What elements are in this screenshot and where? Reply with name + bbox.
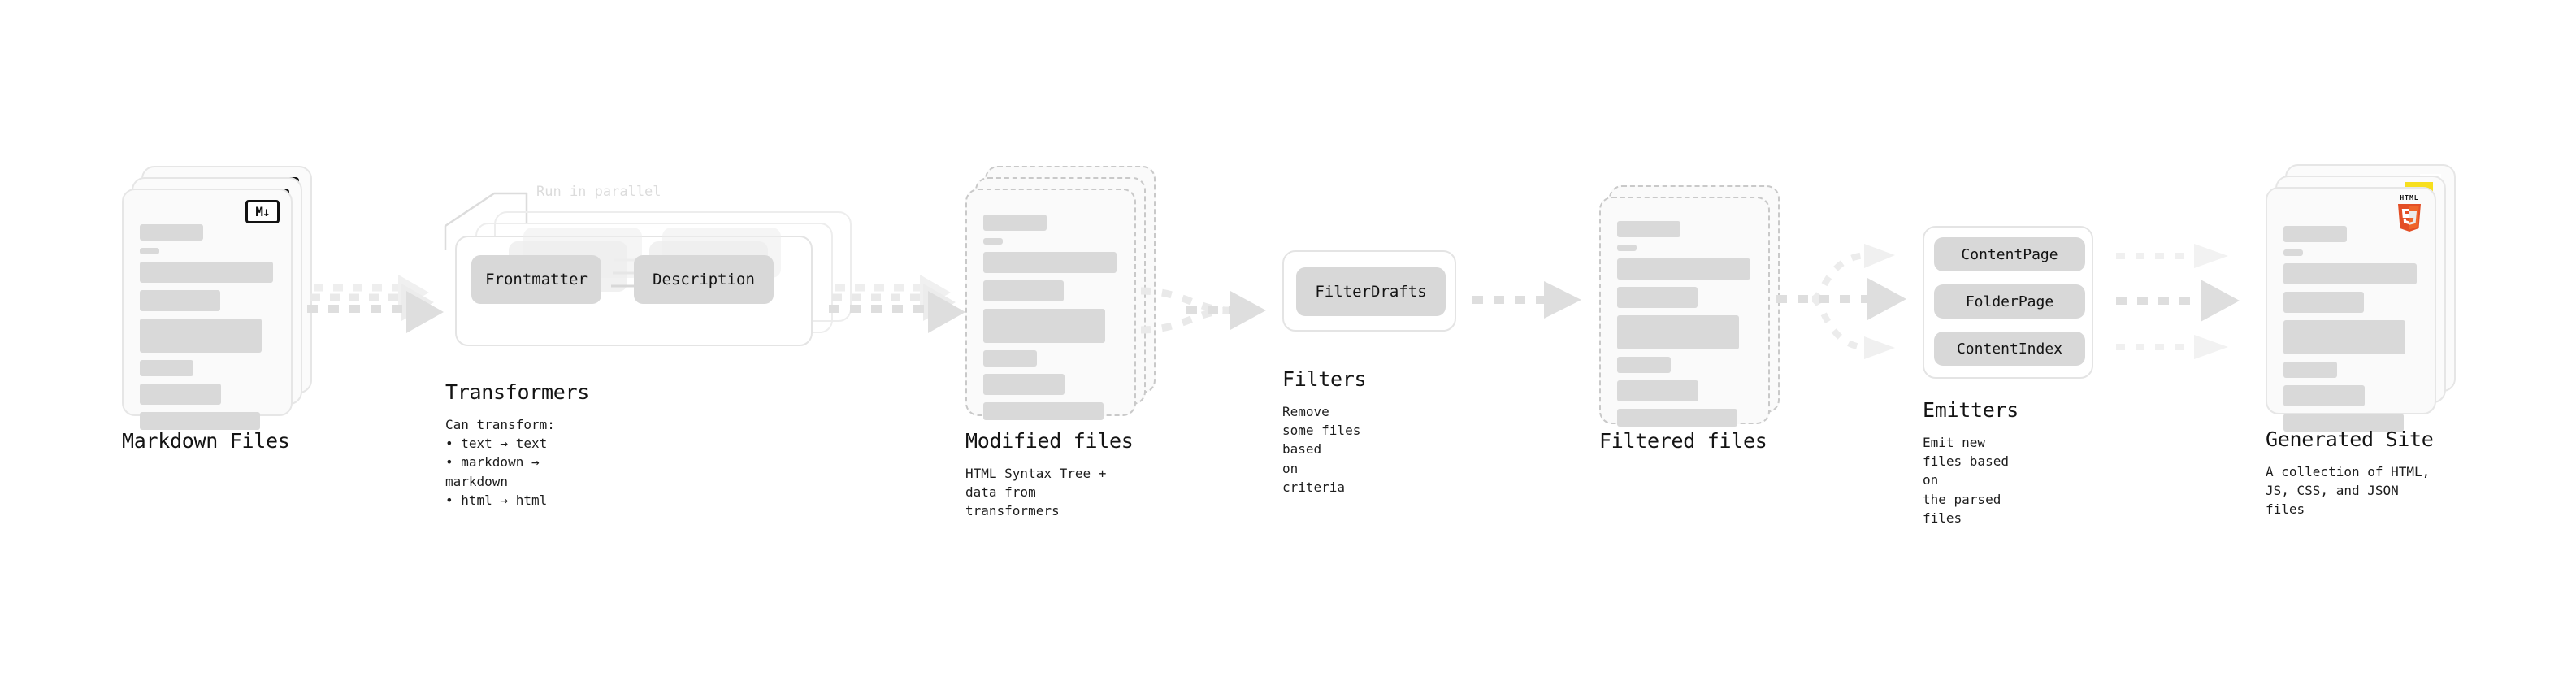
skeleton-bars (983, 215, 1121, 427)
transformers-box: Frontmatter Description (455, 228, 813, 346)
caption-generated-site: Generated Site A collection of HTML, JS,… (2266, 427, 2434, 519)
stage-subtitle: Can transform: • text → text • markdown … (445, 417, 555, 508)
generated-card-front-html: HTML (2266, 187, 2436, 432)
connector-filtered-to-emitters (1773, 234, 1928, 372)
filters-box: FilterDrafts (1282, 250, 1456, 332)
run-in-parallel-bracket (444, 190, 606, 255)
stage-title: Filtered files (1599, 429, 1767, 453)
generated-card-stack: CSS HTML (2266, 164, 2456, 432)
stage-title: Modified files (965, 429, 1134, 453)
skeleton-bars (2283, 226, 2422, 439)
filtered-card-stack (1599, 185, 1780, 427)
markdown-card-front: M↓ (122, 189, 293, 430)
stage-subtitle: Remove some files based on criteria (1282, 404, 1361, 495)
markdown-logo-icon: M↓ (245, 200, 280, 223)
connector-emitters-to-site (2113, 234, 2267, 372)
stage-title: Generated Site (2266, 427, 2434, 451)
transformer-node-frontmatter[interactable]: Frontmatter (471, 255, 601, 304)
modified-card-front (965, 189, 1136, 420)
transformer-node-description[interactable]: Description (634, 255, 774, 304)
pill-label: ContentIndex (1956, 340, 2063, 358)
pill-label: FilterDrafts (1315, 283, 1427, 301)
skeleton-bars (140, 224, 278, 437)
stage-subtitle: A collection of HTML, JS, CSS, and JSON … (2266, 464, 2431, 518)
connector-modified-to-filters (1138, 268, 1292, 358)
caption-filtered-files: Filtered files (1599, 429, 1767, 453)
caption-markdown-files: Markdown Files (122, 429, 290, 453)
caption-filters: Filters Remove some files based on crite… (1282, 367, 1367, 497)
run-in-parallel-label: Run in parallel (536, 184, 661, 200)
stage-title: Emitters (1923, 398, 2019, 422)
html5-icon: HTML (2396, 195, 2423, 233)
stage-title: Filters (1282, 367, 1367, 391)
connector-filters-to-filtered (1469, 275, 1599, 332)
pill-label: ContentPage (1961, 245, 2058, 263)
markdown-card-stack: M↓ M↓ M↓ (122, 166, 312, 430)
emitter-node-contentpage[interactable]: ContentPage (1934, 237, 2085, 271)
stage-subtitle: Emit new files based on the parsed files (1923, 435, 2009, 526)
emitter-node-contentindex[interactable]: ContentIndex (1934, 332, 2085, 366)
connector-transformers-to-modified (829, 270, 975, 351)
caption-transformers: Transformers Can transform: • text → tex… (445, 380, 589, 510)
stage-subtitle: HTML Syntax Tree + data from transformer… (965, 466, 1107, 519)
emitter-node-folderpage[interactable]: FolderPage (1934, 284, 2085, 319)
stage-title: Transformers (445, 380, 590, 404)
pill-label: Description (653, 271, 755, 288)
emitters-box: ContentPage FolderPage ContentIndex (1923, 226, 2093, 379)
pill-label: FolderPage (1965, 293, 2054, 310)
modified-card-stack (965, 166, 1156, 420)
caption-modified-files: Modified files HTML Syntax Tree + data f… (965, 429, 1134, 521)
connector-md-to-transformers (307, 270, 453, 351)
filter-node-filterdrafts[interactable]: FilterDrafts (1296, 267, 1446, 316)
skeleton-bars (1617, 221, 1755, 434)
filtered-card-front (1599, 197, 1770, 427)
pill-label: Frontmatter (485, 271, 588, 288)
caption-emitters: Emitters Emit new files based on the par… (1923, 398, 2019, 527)
stage-title: Markdown Files (122, 429, 290, 453)
